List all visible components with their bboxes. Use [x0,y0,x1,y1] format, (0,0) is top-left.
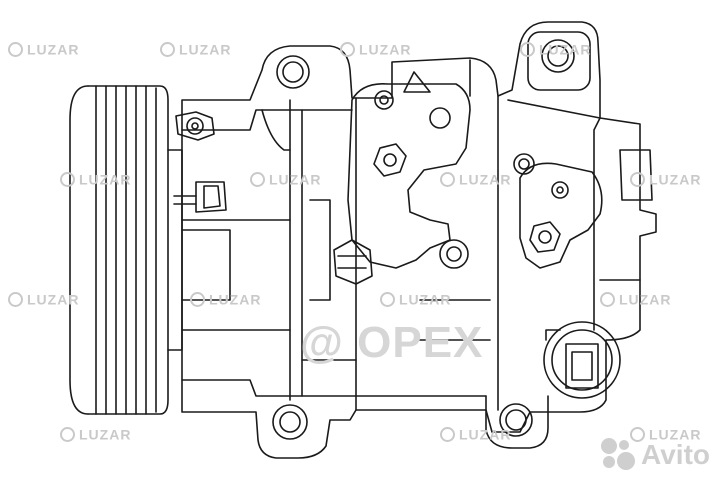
brand-watermark: LUZAR [190,290,261,307]
solenoid-connector [543,321,621,399]
brand-watermark: LUZAR [600,290,671,307]
pulley [69,85,183,415]
brand-watermark: LUZAR [440,170,511,187]
brand-watermark: LUZAR [340,40,411,57]
mount-ear-top-left [276,55,310,89]
brand-watermark: LUZAR [8,40,79,57]
compressor-body [181,21,657,459]
left-bolt [173,111,227,213]
brand-watermark: LUZAR [60,170,131,187]
brand-watermark: LUZAR [440,425,511,442]
brand-watermark: LUZAR [8,290,79,307]
mount-ear-top-right [527,31,591,91]
brand-watermark: LUZAR [630,425,701,442]
avito-wordmark: Avito [641,439,710,470]
seller-watermark: @ ОРЕХ [300,318,484,367]
brand-watermark: LUZAR [160,40,231,57]
mount-ear-bottom-right [485,395,549,449]
brand-watermark: LUZAR [520,40,591,57]
avito-logo: Avito [601,438,710,472]
discharge-port-block [513,149,653,269]
brand-watermark: LUZAR [250,170,321,187]
avito-dots-icon [601,438,636,472]
brand-watermark: LUZAR [630,170,701,187]
mount-ear-bottom-left [272,404,308,440]
body-details [261,109,641,361]
brand-watermark: LUZAR [380,290,451,307]
suction-port-block [333,71,471,285]
brand-watermark: LUZAR [60,425,131,442]
